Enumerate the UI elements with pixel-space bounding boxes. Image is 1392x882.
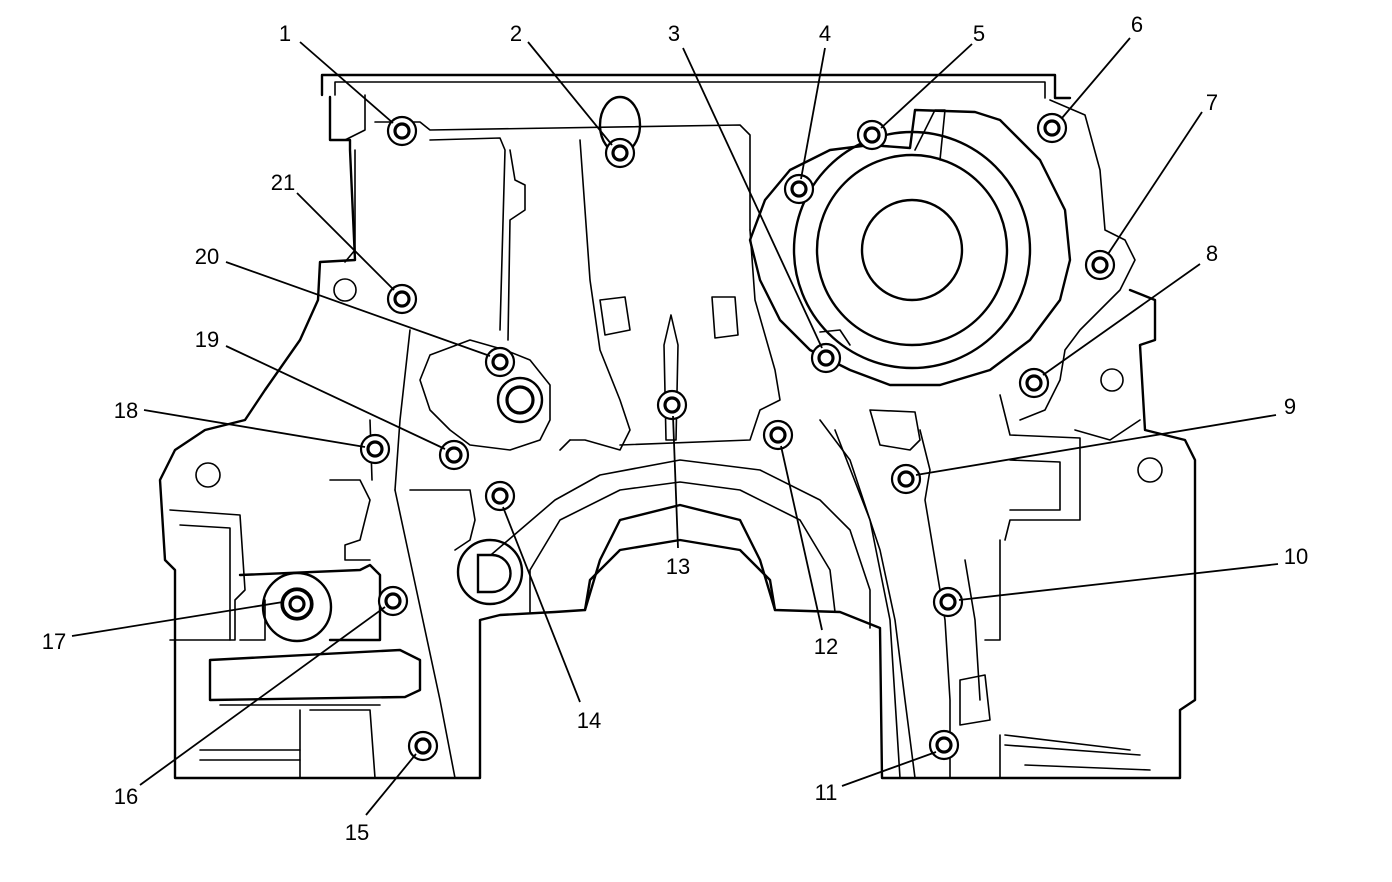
bolt-group [281, 112, 1116, 762]
leader-line-12 [780, 445, 823, 631]
bolt-15 [414, 737, 432, 755]
callout-label-16: 16 [114, 784, 138, 809]
leader-line-4 [800, 47, 826, 180]
bolt-1 [393, 122, 411, 140]
callout-label-14: 14 [577, 708, 601, 733]
bolt-4 [790, 180, 808, 198]
bolt-16 [384, 592, 402, 610]
housing-outline [158, 73, 1197, 780]
leader-line-8 [1042, 263, 1201, 376]
bolt-13 [663, 396, 681, 414]
bolt-8 [1025, 374, 1043, 392]
callout-label-12: 12 [814, 634, 838, 659]
leader-line-6 [1061, 37, 1131, 119]
callout-label-8: 8 [1206, 241, 1218, 266]
water-pump [748, 108, 1072, 387]
leader-line-1 [299, 41, 394, 124]
callout-label-10: 10 [1284, 544, 1308, 569]
bolt-17 [288, 595, 306, 613]
callout-label-11: 11 [815, 780, 838, 805]
leader-line-5 [880, 43, 973, 129]
leader-line-3 [682, 47, 823, 349]
callout-label-20: 20 [195, 244, 219, 269]
bolt-20 [491, 353, 509, 371]
leader-line-9 [915, 414, 1277, 476]
callout-label-5: 5 [973, 21, 985, 46]
leader-line-15 [365, 753, 417, 816]
leader-line-19 [225, 345, 446, 450]
callout-label-21: 21 [271, 170, 295, 195]
leader-line-18 [143, 409, 366, 448]
leader-line-11 [841, 751, 937, 787]
callout-label-19: 19 [195, 327, 219, 352]
leader-line-13 [672, 415, 679, 549]
bolt-2 [611, 144, 629, 162]
bolt-7 [1091, 256, 1109, 274]
callout-label-4: 4 [819, 21, 831, 46]
callout-label-3: 3 [668, 21, 680, 46]
callout-label-13: 13 [666, 554, 690, 579]
bolt-9 [897, 470, 915, 488]
bolt-21 [393, 290, 411, 308]
leader-line-16 [139, 606, 386, 786]
leader-line-10 [958, 563, 1279, 601]
bolt-5 [863, 126, 881, 144]
bolt-18 [366, 440, 384, 458]
callout-label-7: 7 [1206, 90, 1218, 115]
bolt-11 [935, 736, 953, 754]
leader-line-14 [502, 506, 581, 703]
callout-label-9: 9 [1284, 394, 1296, 419]
leader-line-7 [1107, 111, 1203, 255]
leader-line-17 [71, 601, 284, 637]
leader-line-20 [225, 261, 491, 357]
callout-label-15: 15 [345, 820, 369, 845]
callout-label-17: 17 [42, 629, 66, 654]
callout-label-18: 18 [114, 398, 138, 423]
bolt-3 [817, 349, 835, 367]
bolt-19 [445, 446, 463, 464]
leader-line-21 [296, 192, 395, 291]
callout-label-2: 2 [510, 21, 522, 46]
bolt-10 [939, 593, 957, 611]
bolt-6 [1043, 119, 1061, 137]
bolt-14 [491, 487, 509, 505]
leader-line-2 [527, 41, 613, 146]
bolt-12 [769, 426, 787, 444]
callout-label-6: 6 [1131, 12, 1143, 37]
callout-label-1: 1 [279, 21, 291, 46]
